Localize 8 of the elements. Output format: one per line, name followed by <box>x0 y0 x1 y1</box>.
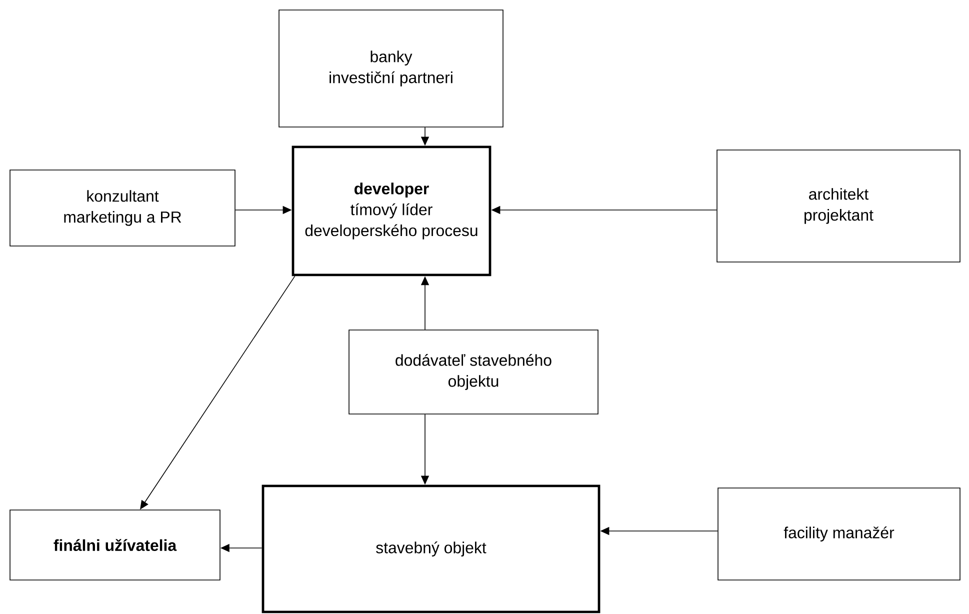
process-box: architekt projektant <box>716 150 960 262</box>
process-box: dodávateľ stavebného objektu <box>348 330 598 414</box>
main-box: developer tímový líder developerského procesu <box>292 146 492 276</box>
process-box: banky investiční partneri <box>278 10 504 128</box>
process-box: konzultant marketingu a PR <box>10 170 236 246</box>
process-box: finálni užívatelia <box>10 510 220 580</box>
main-box: stavebný objekt <box>262 484 600 614</box>
process-box: facility manažér <box>718 488 960 580</box>
